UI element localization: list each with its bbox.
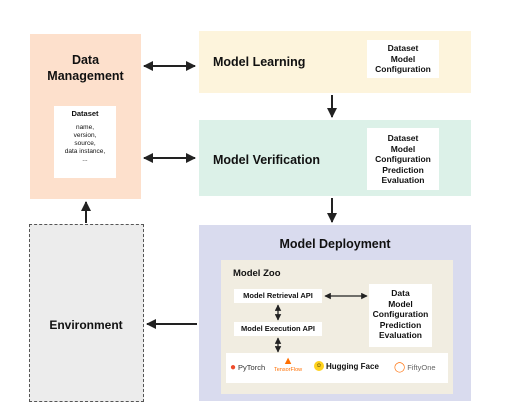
data-management-title: Data Management (30, 52, 141, 84)
fiftyone-icon: ◯ (394, 362, 406, 373)
data-management-title-line1: Data (71, 53, 100, 67)
pytorch-icon: ● (230, 362, 237, 373)
environment-box: Environment (29, 224, 144, 402)
environment-title: Environment (49, 318, 123, 332)
card-item: Evaluation (379, 330, 422, 340)
card-item: Configuration (372, 309, 429, 319)
model-execution-api-label: Model Execution API (241, 324, 315, 333)
huggingface-icon: ☺ (314, 361, 324, 371)
tensorflow-icon: ▲ (282, 355, 294, 367)
model-zoo-title: Model Zoo (233, 268, 281, 279)
card-item: Prediction (382, 164, 424, 175)
model-retrieval-api: Model Retrieval API (234, 289, 322, 303)
card-item: Model (390, 53, 416, 64)
framework-logos-strip: ● PyTorch ▲ TensorFlow ☺ Hugging Face ◯ … (226, 353, 448, 383)
model-verification-title: Model Verification (213, 153, 320, 167)
dataset-card: Dataset name, version, source, data inst… (54, 106, 116, 178)
model-verification-card: Dataset Model Configuration Prediction E… (367, 128, 439, 190)
card-item: Dataset (387, 43, 419, 53)
model-learning-title: Model Learning (213, 55, 306, 69)
dataset-item: ... (82, 156, 88, 163)
model-learning-card: Dataset Model Configuration (367, 40, 439, 78)
card-item: Evaluation (381, 175, 425, 185)
model-deployment-box: Model Deployment Model Zoo Model Retriev… (199, 225, 471, 401)
model-retrieval-api-label: Model Retrieval API (243, 291, 313, 300)
card-item: Dataset (387, 133, 419, 143)
data-management-title-line2: Management (47, 69, 124, 83)
card-item: Configuration (375, 154, 431, 164)
card-item: Prediction (379, 319, 422, 330)
tensorflow-logo: ▲ TensorFlow (274, 355, 302, 373)
card-item: Model (390, 143, 416, 154)
huggingface-logo: ☺ Hugging Face (314, 361, 379, 371)
dataset-item: version, (73, 132, 97, 139)
dataset-item: name, (75, 124, 95, 131)
model-deployment-title: Model Deployment (279, 237, 391, 251)
fiftyone-label: FiftyOne (407, 363, 436, 372)
model-verification-box: Model Verification Dataset Model Configu… (199, 120, 471, 196)
dataset-item: data instance, (64, 148, 106, 155)
data-management-box: Data Management Dataset name, version, s… (30, 34, 141, 199)
card-item: Configuration (375, 64, 431, 74)
card-item: Model (388, 298, 413, 309)
card-item: Data (391, 288, 410, 298)
pytorch-logo: ● PyTorch (230, 362, 265, 373)
model-zoo-box: Model Zoo Model Retrieval API Model Exec… (221, 260, 453, 394)
fiftyone-logo: ◯ FiftyOne (394, 362, 436, 373)
huggingface-label: Hugging Face (326, 361, 379, 371)
dataset-card-title: Dataset (71, 109, 99, 118)
model-deployment-card: Data Model Configuration Prediction Eval… (369, 284, 432, 347)
tensorflow-label: TensorFlow (274, 367, 303, 373)
dataset-card-items: name, version, source, data instance, ..… (54, 124, 116, 164)
model-execution-api: Model Execution API (234, 322, 322, 336)
dataset-item: source, (74, 140, 96, 147)
pytorch-label: PyTorch (238, 363, 266, 372)
model-learning-box: Model Learning Dataset Model Configurati… (199, 31, 471, 93)
